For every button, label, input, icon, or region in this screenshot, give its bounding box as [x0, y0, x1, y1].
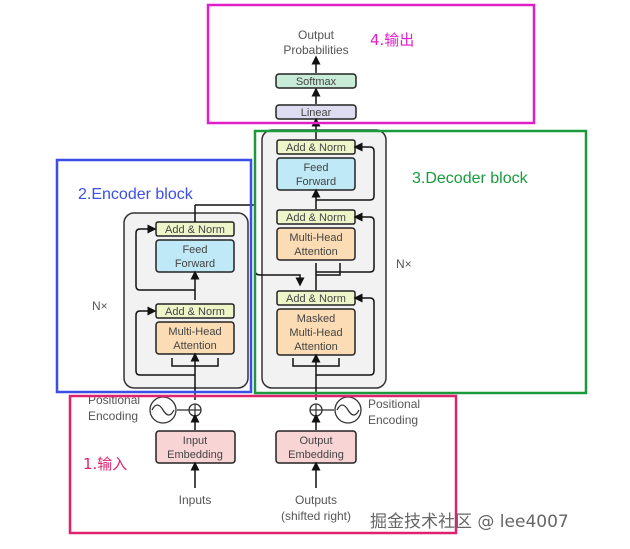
decoder-add-norm-2-label: Add & Norm	[286, 212, 346, 224]
decoder-ff-line2: Forward	[296, 176, 336, 188]
encoder-residual-top	[135, 224, 195, 291]
decoder-qkv-split	[292, 358, 340, 367]
encoder-ff-line2: Forward	[175, 258, 215, 270]
output-prob-line1: Output	[298, 28, 335, 42]
encoder-add-norm-top-label: Add & Norm	[165, 224, 225, 236]
inputs-label: Inputs	[179, 493, 212, 507]
encoder-qkv-split	[171, 358, 219, 367]
pos-enc-right-2: Encoding	[368, 413, 418, 427]
encoder-region-label: 2.Encoder block	[78, 186, 194, 203]
linear-label: Linear	[301, 107, 332, 119]
encoder-add-norm-bottom-label: Add & Norm	[165, 306, 225, 318]
decoder-nx: N×	[396, 257, 412, 271]
output-prob-line2: Probabilities	[283, 43, 348, 57]
decoder-multi-head-attention	[276, 227, 356, 261]
input-region-frame	[68, 394, 458, 535]
decoder-residual-3	[316, 293, 375, 376]
output-embedding-line1: Output	[299, 435, 332, 447]
decoder-masked-line1: Masked	[297, 313, 336, 325]
decoder-region-frame	[253, 129, 588, 395]
input-region-label: 1.输入	[83, 455, 127, 473]
decoder-residual-1	[316, 142, 375, 201]
encoder-residual-bottom	[135, 306, 195, 376]
watermark: 掘金技术社区 @ lee4007	[370, 512, 569, 532]
decoder-residual-2	[316, 212, 375, 273]
sine-glyph	[336, 404, 360, 416]
decoder-masked-line2: Multi-Head	[289, 327, 342, 339]
sine-glyph	[151, 404, 175, 416]
decoder-mha-line1: Multi-Head	[289, 232, 342, 244]
decoder-mha-line2: Attention	[294, 246, 337, 258]
encoder-nx: N×	[92, 299, 108, 313]
input-embedding-line2: Embedding	[167, 449, 223, 461]
encoder-region-frame	[55, 158, 253, 394]
pos-enc-right-1: Positional	[368, 397, 420, 411]
decoder-add-norm-3-label: Add & Norm	[286, 293, 346, 305]
encoder-ff-line1: Feed	[182, 244, 207, 256]
decoder-masked-line3: Attention	[294, 341, 337, 353]
decoder-ff-line1: Feed	[303, 162, 328, 174]
decoder-query-split	[315, 263, 341, 276]
output-region-frame	[206, 3, 536, 125]
input-embedding-line1: Input	[183, 435, 207, 447]
decoder-add-norm-1-label: Add & Norm	[286, 142, 346, 154]
output-region-label: 4.输出	[370, 31, 414, 49]
outputs-label-2: (shifted right)	[281, 509, 351, 523]
output-embedding-line2: Embedding	[288, 449, 344, 461]
outputs-label-1: Outputs	[295, 493, 337, 507]
decoder-region-label: 3.Decoder block	[412, 170, 529, 187]
softmax-label: Softmax	[296, 76, 337, 88]
encoder-mha-line2: Attention	[173, 340, 216, 352]
encoder-mha-line1: Multi-Head	[168, 326, 221, 338]
pos-enc-left-2: Encoding	[88, 409, 138, 423]
